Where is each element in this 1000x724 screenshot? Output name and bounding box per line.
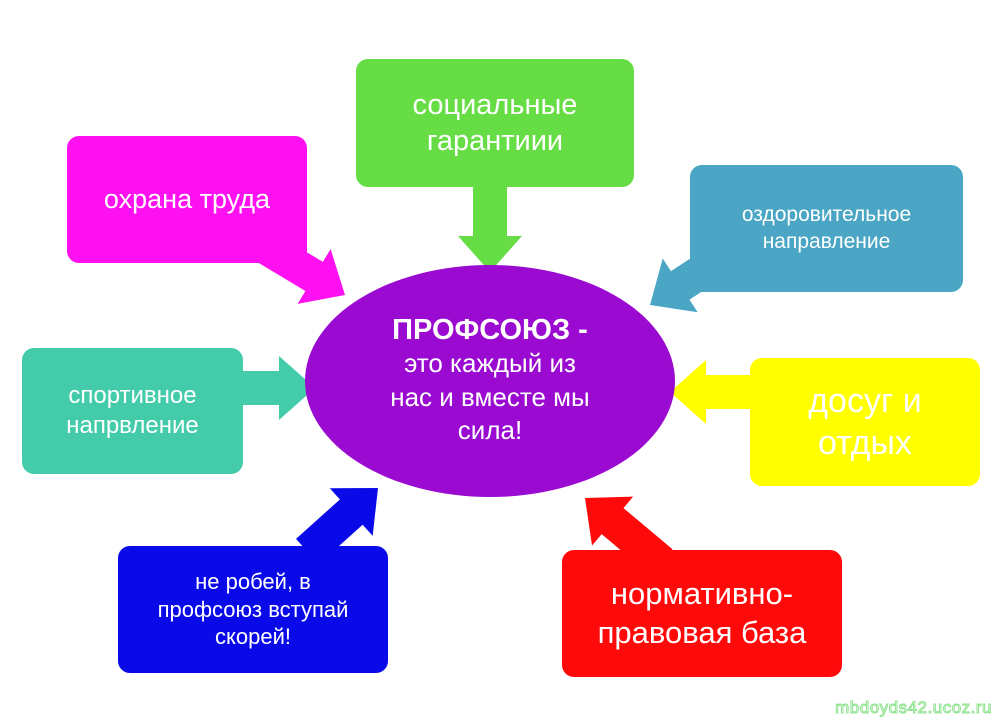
box-social-guarantees: социальные гарантиии [356,59,634,187]
box-label: спортивное напрвление [66,382,199,439]
box-label: социальные гарантиии [412,88,578,157]
box-label: охрана труда [103,183,271,214]
box-label: нормативно- правовая база [597,575,807,650]
box-label: не робей, в профсоюз вступай скорей! [157,569,349,650]
box-label: оздоровительное направление [741,203,912,253]
box-sport: спортивное напрвление [22,348,243,474]
center-title: ПРОФСОЮЗ - [392,313,588,346]
arrow-join [296,488,378,565]
box-legal: нормативно- правовая база [562,550,842,677]
center-ellipse: ПРОФСОЮЗ - это каждый из нас и вместе мы… [305,265,675,497]
box-label: досуг и отдых [808,381,922,463]
watermark: mbdoyds42.ucoz.ru [835,698,992,718]
arrow-sport [240,356,315,420]
box-leisure: досуг и отдых [750,358,980,486]
box-health: оздоровительное направление [690,165,963,292]
box-labor-protection: охрана труда [67,136,307,263]
box-join: не робей, в профсоюз вступай скорей! [118,546,388,673]
center-text: это каждый из нас и вместе мы сила! [390,347,590,446]
arrow-social-guarantees [458,187,522,272]
arrow-leisure [670,360,755,424]
